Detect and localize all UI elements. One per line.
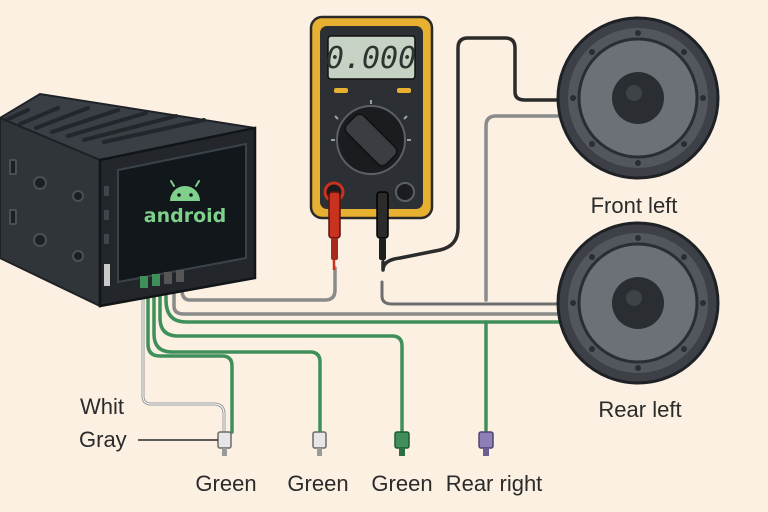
speaker-front-left-label: Front left [591,193,678,218]
speaker-rear-left: Rear left [556,221,720,422]
head-unit-vents [4,106,206,144]
label-gray: Gray [79,427,127,452]
rca-connector-icon [312,431,327,456]
multimeter-display [327,35,416,80]
wire-probe-black [381,36,574,272]
multimeter-reading: 0.000 [326,41,416,76]
wire-gray-run [380,280,574,306]
head-unit-plugs [140,270,184,288]
wire-green-2 [152,282,322,434]
rca-connectors [217,431,494,456]
wires [141,36,574,434]
speaker-front-left: Front left [556,16,720,218]
wire-rear-left-gray [172,276,574,316]
label-rear-right: Rear right [446,471,543,496]
rca-connector-icon [217,431,232,456]
speaker-icon [556,221,720,385]
wire-labels: Whit Gray Green Green Green Rear right [79,394,542,496]
wire-green-1 [146,284,234,434]
label-green-2: Green [287,471,348,496]
wire-green-rear-left [164,278,574,324]
head-unit: android [0,92,257,308]
wire-probe-red [180,266,337,302]
probe-icon [328,191,389,270]
head-unit-buttons [104,186,110,286]
wire-white-inner [142,287,225,433]
label-white: Whit [80,394,124,419]
wire-green-3 [158,280,404,434]
rotary-dial-icon [331,100,411,175]
label-green-3: Green [371,471,432,496]
head-unit-brand: android [144,205,227,227]
head-unit-screen [117,142,247,284]
jack-black [395,182,415,202]
wire-front-left-gray [484,114,574,302]
speaker-rear-left-label: Rear left [598,397,681,422]
speaker-icon [556,16,720,180]
rca-connector-icon [394,431,410,456]
rca-connector-icon [478,431,494,456]
multimeter: 0.000 [309,15,434,270]
label-green-1: Green [195,471,256,496]
mount-holes [9,159,84,262]
android-robot-icon [170,180,200,201]
